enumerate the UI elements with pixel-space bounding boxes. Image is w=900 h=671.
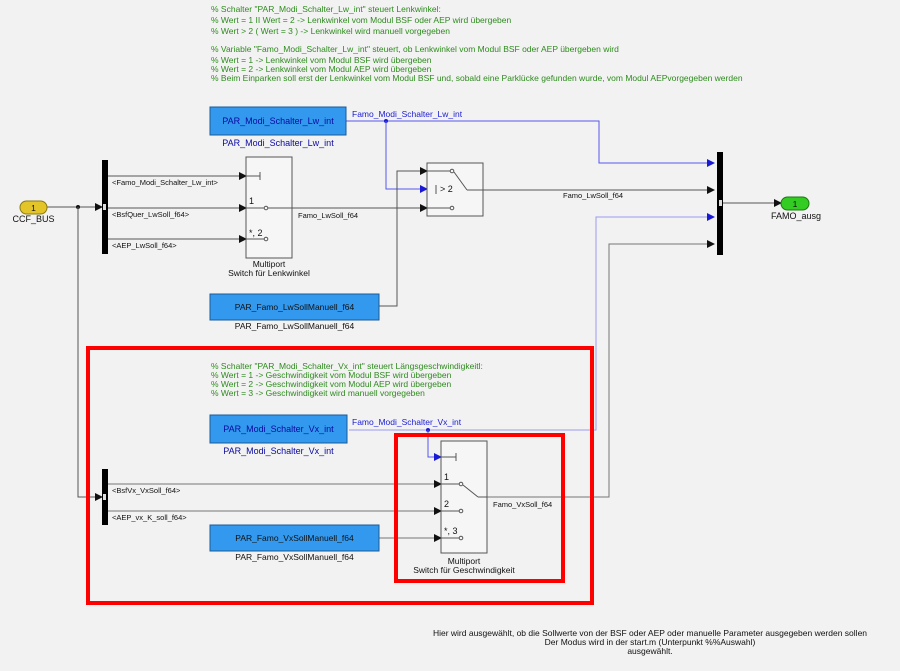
comment-line: % Schalter "PAR_Modi_Schalter_Vx_int" st… — [211, 361, 483, 371]
constant-modi-schalter-lw[interactable]: PAR_Modi_Schalter_Lw_int PAR_Modi_Schalt… — [209, 106, 347, 148]
multiport-switch-lw[interactable]: 1 *, 2 Multiport Switch für Lenkwinkel — [228, 156, 310, 278]
signal-label: Famo_VxSoll_f64 — [493, 500, 552, 509]
line-lw-manuell[interactable] — [379, 167, 428, 307]
highlight-box-multiport-vx — [394, 433, 565, 583]
constant-lw-soll-manuell[interactable]: PAR_Famo_LwSollManuell_f64 PAR_Famo_LwSo… — [209, 293, 380, 331]
bus-signal-label: <BsfQuer_LwSoll_f64> — [112, 210, 190, 219]
constant-vx-soll-manuell[interactable]: PAR_Famo_VxSollManuell_f64 PAR_Famo_VxSo… — [209, 524, 380, 562]
constant-name: PAR_Famo_VxSollManuell_f64 — [235, 552, 354, 562]
comment-line: % Schalter "PAR_Modi_Schalter_Lw_int" st… — [211, 4, 441, 14]
line-famo-vxsoll[interactable] — [487, 240, 715, 498]
line-famo-modi-vx-to-mp[interactable] — [427, 430, 442, 461]
block-name: Multiport — [253, 259, 286, 269]
signal-label: Famo_LwSoll_f64 — [298, 211, 358, 220]
constant-value: PAR_Modi_Schalter_Lw_int — [222, 116, 334, 126]
note-line: Hier wird ausgewählt, ob die Sollwerte v… — [433, 628, 867, 638]
line-famo-modi-lw-to-switch[interactable] — [385, 121, 428, 193]
highlight-box-vx — [86, 346, 594, 605]
constant-name: PAR_Famo_LwSollManuell_f64 — [235, 321, 355, 331]
mux-output[interactable] — [717, 152, 723, 255]
block-name: Multiport — [448, 556, 481, 566]
signal-label: Famo_LwSoll_f64 — [563, 191, 623, 200]
constant-name: PAR_Modi_Schalter_Vx_int — [223, 446, 334, 456]
annotation-note[interactable]: Hier wird ausgewählt, ob die Sollwerte v… — [433, 628, 867, 656]
line-ccf-bus-branch[interactable] — [77, 207, 103, 501]
comment-geschwindigkeit[interactable]: % Schalter "PAR_Modi_Schalter_Vx_int" st… — [211, 361, 483, 398]
port-label: *, 2 — [249, 228, 263, 238]
note-line: Der Modus wird in der start.m (Unterpunk… — [545, 637, 756, 647]
block-name: Switch für Geschwindigkeit — [413, 565, 515, 575]
constant-name: PAR_Modi_Schalter_Lw_int — [222, 138, 334, 148]
comment-line: % Beim Einparken soll erst der Lenkwinke… — [211, 73, 743, 83]
inport-number: 1 — [31, 203, 36, 213]
constant-value: PAR_Famo_VxSollManuell_f64 — [235, 533, 354, 543]
bus-signal-label: <BsfVx_VxSoll_f64> — [112, 486, 181, 495]
bus-selector-vx[interactable]: <BsfVx_VxSoll_f64> <AEP_vx_K_soll_f64> — [102, 469, 187, 525]
comment-line: % Variable "Famo_Modi_Schalter_Lw_int" s… — [211, 44, 619, 54]
switch-block[interactable]: > 2 — [426, 162, 484, 217]
comment-line: % Wert = 2 -> Geschwindigkeit vom Modul … — [211, 379, 451, 389]
comment-line: % Wert = 1 II Wert = 2 -> Lenkwinkel vom… — [211, 15, 512, 25]
bus-signal-label: <AEP_LwSoll_f64> — [112, 241, 177, 250]
comment-line: % Wert = 1 -> Lenkwinkel vom Modul BSF w… — [211, 55, 432, 65]
comment-line: % Wert = 1 -> Geschwindigkeit vom Modul … — [211, 370, 452, 380]
outport-famo-ausg[interactable]: 1 FAMO_ausg — [771, 196, 821, 221]
port-label: 1 — [249, 196, 254, 206]
port-label: 1 — [444, 472, 449, 482]
signal-label: Famo_Modi_Schalter_Vx_int — [352, 417, 462, 427]
outport-name: FAMO_ausg — [771, 211, 821, 221]
constant-modi-schalter-vx[interactable]: PAR_Modi_Schalter_Vx_int PAR_Modi_Schalt… — [209, 414, 348, 456]
port-label: 2 — [444, 499, 449, 509]
note-line: ausgewählt. — [627, 646, 672, 656]
comment-line: % Wert = 2 -> Lenkwinkel vom Modul AEP w… — [211, 64, 432, 74]
constant-value: PAR_Famo_LwSollManuell_f64 — [235, 302, 355, 312]
inport-name: CCF_BUS — [12, 214, 54, 224]
signal-label: Famo_Modi_Schalter_Lw_int — [352, 109, 463, 119]
port-label: *, 3 — [444, 526, 458, 536]
block-name: Switch für Lenkwinkel — [228, 268, 310, 278]
switch-criteria: > 2 — [440, 184, 453, 194]
comment-line: % Wert > 2 ( Wert = 3 ) -> Lenkwinkel wi… — [211, 26, 450, 36]
comment-line: % Wert = 3 -> Geschwindigkeit wird manue… — [211, 388, 425, 398]
line-famo-modi-vx[interactable] — [349, 213, 715, 431]
outport-number: 1 — [793, 199, 798, 209]
comment-lenkwinkel[interactable]: % Schalter "PAR_Modi_Schalter_Lw_int" st… — [211, 4, 743, 83]
inport-ccf-bus[interactable]: 1 CCF_BUS — [12, 200, 55, 224]
multiport-switch-vx[interactable]: 1 2 *, 3 Multiport Switch für Geschwindi… — [413, 440, 515, 575]
constant-value: PAR_Modi_Schalter_Vx_int — [223, 424, 334, 434]
bus-selector-lw[interactable]: <Famo_Modi_Schalter_Lw_int> <BsfQuer_LwS… — [102, 160, 219, 254]
line-famo-modi-lw[interactable] — [346, 120, 715, 167]
bus-signal-label: <Famo_Modi_Schalter_Lw_int> — [112, 178, 219, 187]
bus-signal-label: <AEP_vx_K_soll_f64> — [112, 513, 187, 522]
